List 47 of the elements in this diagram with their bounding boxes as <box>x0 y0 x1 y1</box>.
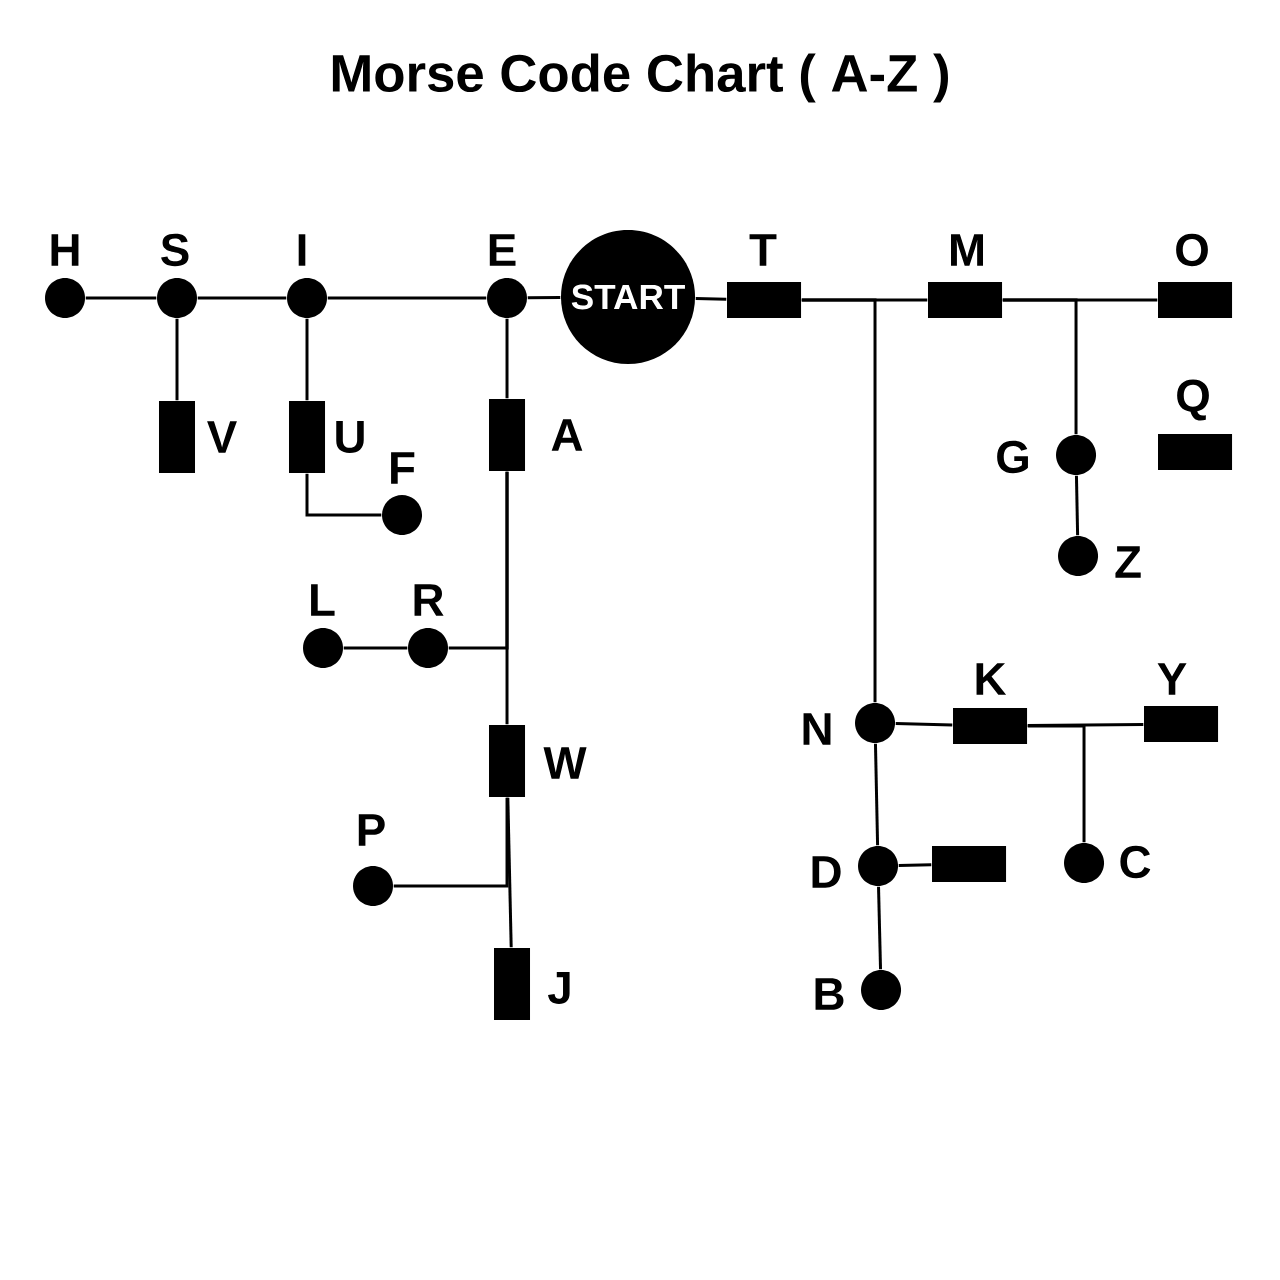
connector-line <box>85 296 157 300</box>
connector-line <box>505 318 509 399</box>
letter-label: Y <box>1157 663 1187 695</box>
connector-line <box>898 863 932 868</box>
letter-label: V <box>207 421 237 453</box>
connector-line <box>1074 475 1080 536</box>
connector-line <box>895 722 953 727</box>
letter-label: K <box>976 663 1007 695</box>
letter-label: N <box>803 713 831 745</box>
letter-label: J <box>548 972 570 1004</box>
connector-line <box>343 646 408 650</box>
letter-label: L <box>311 584 335 616</box>
connector-line <box>695 297 727 301</box>
letter-label: E <box>489 234 516 266</box>
connector-line <box>175 318 179 401</box>
connector-line <box>327 296 487 300</box>
connector-line <box>305 473 382 517</box>
letter-label: W <box>543 747 587 779</box>
connector-line <box>873 743 880 846</box>
connector-line <box>1002 298 1078 435</box>
letter-label: A <box>551 419 583 451</box>
letter-label: T <box>749 234 777 266</box>
connector-line <box>506 797 513 948</box>
letter-label: Z <box>1115 546 1141 578</box>
letter-label: U <box>336 421 364 453</box>
letter-label: O <box>1176 233 1208 267</box>
letter-label: G <box>997 440 1028 474</box>
connector-line <box>505 471 509 725</box>
title: Morse Code Chart ( A-Z ) <box>332 53 948 103</box>
connector-line <box>527 296 561 300</box>
letter-label: F <box>391 452 415 484</box>
connector-line <box>877 886 882 970</box>
letter-label: R <box>414 584 444 616</box>
letter-label: C <box>1120 845 1151 879</box>
letter-label: B <box>815 978 844 1010</box>
connector-line <box>305 318 309 401</box>
connector-line <box>1027 724 1086 843</box>
letter-label: M <box>951 234 983 266</box>
letter-label: I <box>298 234 306 266</box>
letter-label: P <box>358 814 385 846</box>
letter-label: H <box>51 234 79 266</box>
connector-line <box>801 298 877 703</box>
letter-label: D <box>812 856 841 888</box>
letter-label: S <box>161 233 189 267</box>
letter-label: Q <box>1177 379 1209 421</box>
dash <box>932 846 1007 882</box>
connector-line <box>197 296 287 300</box>
